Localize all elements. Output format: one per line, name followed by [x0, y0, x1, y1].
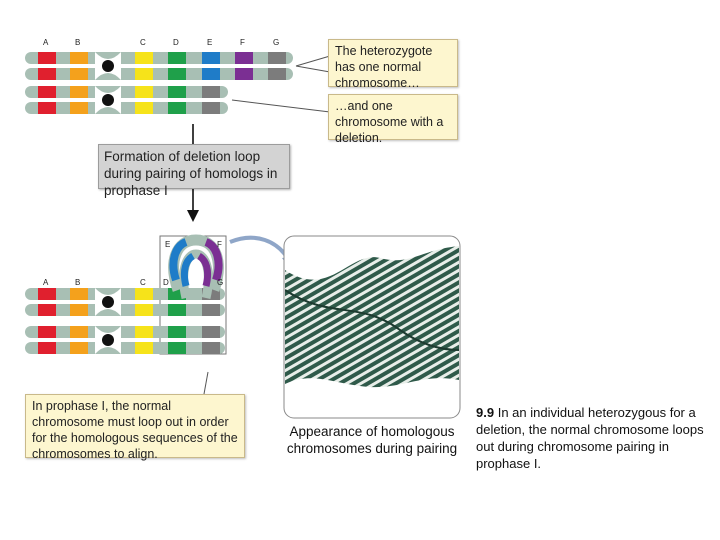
callout-pointer: [231, 99, 331, 113]
gene-label-d: D: [173, 38, 179, 47]
gene-label-a: A: [43, 278, 49, 287]
gene-label-a: A: [43, 38, 49, 47]
centromere-icon: [102, 296, 114, 308]
normal-chromosome-looped: [25, 234, 225, 316]
figure-caption: 9.9 In an individual heterozygous for a …: [476, 404, 708, 472]
deletion-chromosome-bottom: [25, 326, 225, 354]
centromere-icon: [102, 60, 114, 72]
gene-label-d: D: [163, 278, 169, 287]
gene-label-e: E: [207, 38, 213, 47]
curved-arrow-icon: [229, 235, 292, 264]
deletion-chromosome-top: [25, 86, 228, 114]
arrowhead-icon: [187, 210, 199, 222]
callout-loop-out: In prophase I, the normal chromosome mus…: [25, 394, 245, 461]
gene-label-f: F: [240, 38, 245, 47]
callout-normal-chromosome: The heterozygote has one normal chromoso…: [328, 39, 458, 90]
gene-label-g: G: [217, 278, 224, 287]
gene-label-b: B: [75, 278, 81, 287]
centromere-icon: [102, 334, 114, 346]
callout-pointer: [203, 371, 209, 395]
gene-label-c: C: [140, 38, 146, 47]
figure-number: 9.9: [476, 405, 495, 420]
gene-label-b: B: [75, 38, 81, 47]
gene-label-e: E: [165, 240, 171, 249]
centromere-icon: [102, 94, 114, 106]
gene-label-c: C: [140, 278, 146, 287]
gene-label-f: F: [217, 240, 222, 249]
callout-pointer: [295, 55, 331, 67]
normal-chromosome-top: [25, 52, 293, 80]
callout-deletion-chromosome: …and one chromosome with a deletion.: [328, 94, 458, 145]
micrograph-image: [283, 235, 461, 419]
photo-caption: Appearance of homologous chromosomes dur…: [286, 424, 458, 456]
figure-caption-text: In an individual heterozygous for a dele…: [476, 405, 704, 471]
step-box: Formation of deletion loop during pairin…: [98, 144, 290, 198]
gene-label-g: G: [273, 38, 280, 47]
callout-pointer: [295, 65, 331, 73]
